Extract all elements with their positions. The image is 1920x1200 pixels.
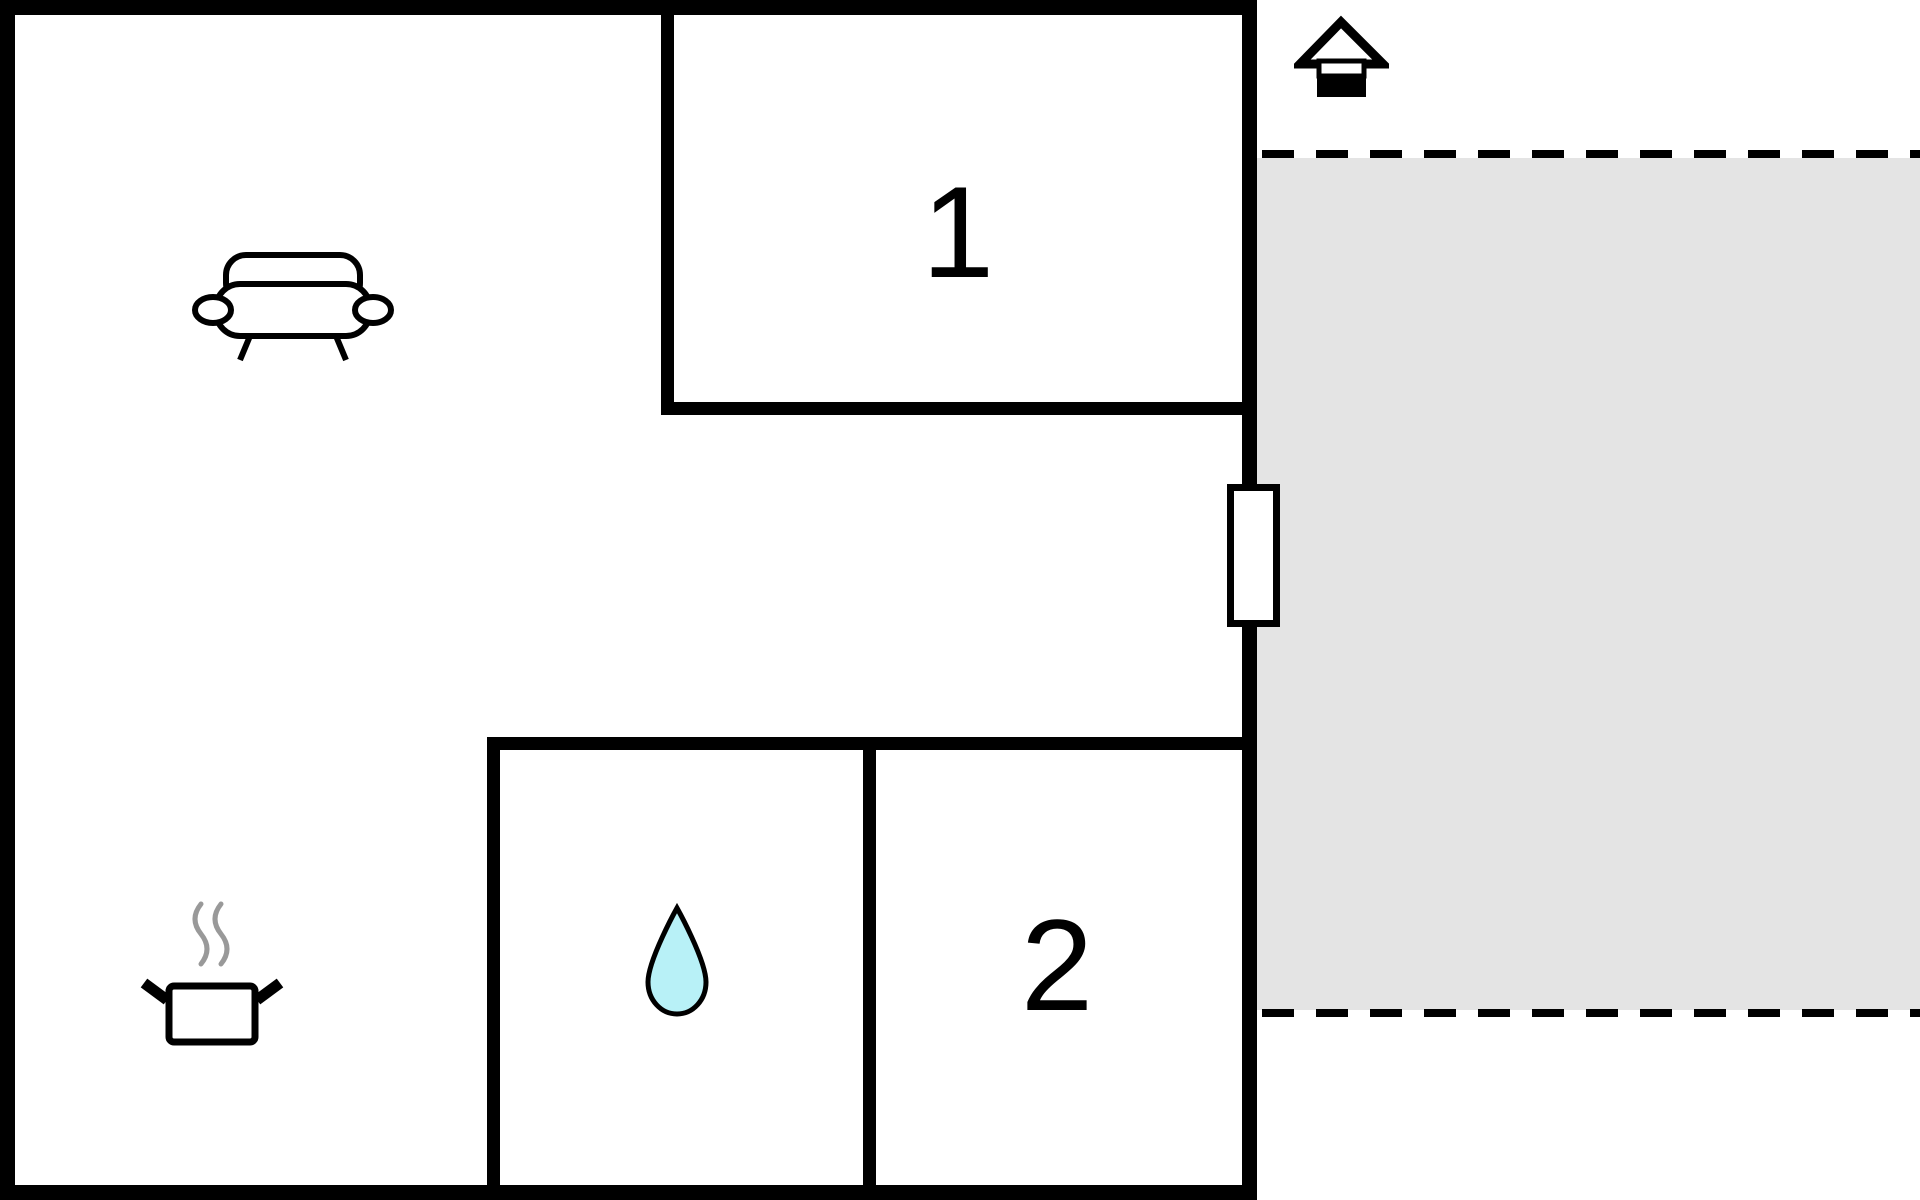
- terrace-boundary-top: [1262, 150, 1920, 158]
- sofa-icon: [192, 252, 394, 362]
- entrance-house-icon: [1294, 15, 1389, 97]
- cooking-pot-icon: [140, 901, 284, 1046]
- terrace-boundary-bottom: [1262, 1009, 1920, 1017]
- wall-bathroom-left: [487, 737, 500, 1200]
- terrace-area: [1257, 158, 1920, 1010]
- wall-room-divider: [863, 737, 876, 1200]
- room-2-label: 2: [1020, 892, 1094, 1038]
- water-drop-icon: [645, 902, 709, 1017]
- wall-room1-bottom: [661, 402, 1257, 415]
- room-1-label: 1: [921, 159, 995, 305]
- wall-room1-left: [661, 0, 674, 415]
- door-right-wall: [1227, 484, 1280, 627]
